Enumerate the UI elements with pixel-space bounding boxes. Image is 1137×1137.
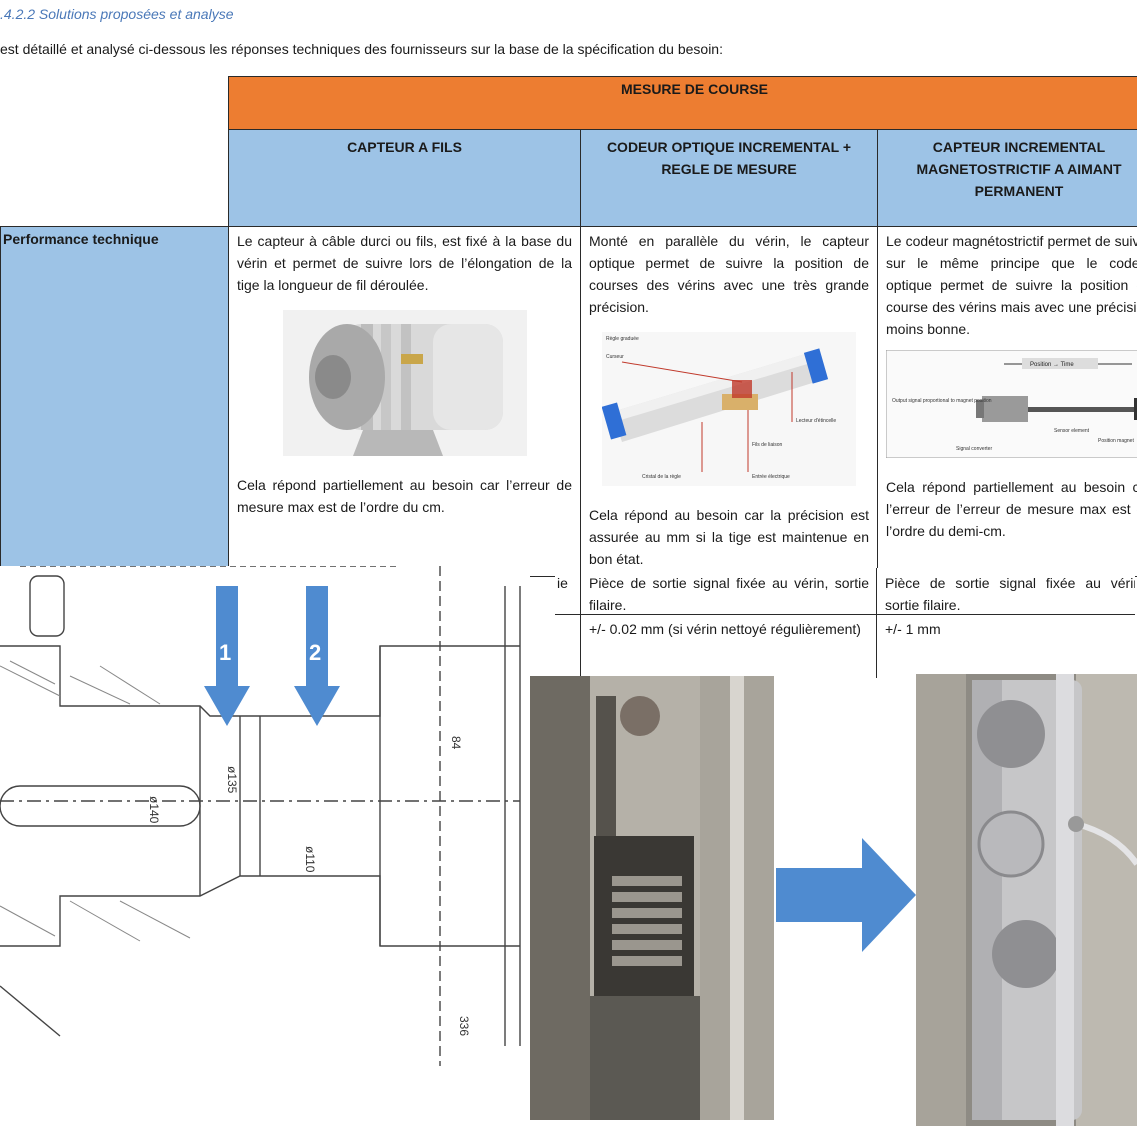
technical-drawing: ø140 ø135 ø110 84 336 1 2 [0,566,530,1137]
wire-sensor-photo [282,310,527,456]
cell-verdict: Cela répond au besoin car la précision e… [589,507,869,567]
cell-fragment: ie [557,575,568,591]
arrow-label-1: 1 [219,640,231,665]
photo-before-installation [530,676,774,1120]
optical-encoder-diagram: Règle graduée Curseur Lecteur d'étincell… [602,332,856,486]
row-border [555,614,580,615]
diagram-label: Règle graduée [606,336,639,342]
cell-text: Monté en parallèle du vérin, le capteur … [589,233,869,315]
arrow-label-2: 2 [309,640,321,665]
column-header-magnetostrictive: CAPTEUR INCREMENTAL MAGNETOSTRICTIF A AI… [877,129,1137,227]
cell-precision: +/- 1 mm [885,621,941,637]
diagram-label: Position → Time [1030,362,1074,368]
diagram-label: Output signal proportional to magnet pos… [892,398,992,404]
solutions-table: MESURE DE COURSE CAPTEUR A FILS CODEUR O… [0,76,1137,577]
cell-optical-encoder: Monté en parallèle du vérin, le capteur … [580,226,878,577]
cell-magnetostrictive: Le codeur magnétostrictif permet de suiv… [877,226,1137,577]
cell-wire-sensor: Le capteur à câble durci ou fils, est fi… [228,226,581,577]
cell-verdict: Cela répond partiellement au besoin car … [886,479,1137,539]
column-header-optical-encoder: CODEUR OPTIQUE INCREMENTAL + REGLE DE ME… [580,129,878,227]
diagram-label: Entrée électrique [752,474,790,480]
cell-precision: +/- 0.02 mm (si vérin nettoyé régulièrem… [589,621,861,637]
cell-text: Le capteur à câble durci ou fils, est fi… [237,233,572,293]
diagram-label: Signal converter [956,446,992,452]
magnetostrictive-diagram: Position → Time Output signal proportion… [886,350,1137,458]
dimension-label: 84 [449,736,463,750]
diagram-label: Sensor element [1054,428,1090,434]
photo-after-installation [916,674,1137,1126]
dimension-label: ø110 [303,846,317,873]
cell-signal-output: Pièce de sortie signal fixée au vérin, s… [885,575,1135,613]
intro-paragraph: est détaillé et analysé ci-dessous les r… [0,41,723,57]
row-border [580,614,1135,615]
dimension-label: 336 [457,1016,471,1036]
cell-text: Le codeur magnétostrictif permet de suiv… [886,233,1137,337]
dimension-label: ø135 [225,766,239,794]
group-header: MESURE DE COURSE [228,76,1137,130]
transition-arrow [776,838,916,952]
row-label-performance: Performance technique [0,226,229,577]
empty-corner [0,129,229,227]
cell-verdict: Cela répond partiellement au besoin car … [237,477,572,515]
diagram-label: Position magnet [1098,438,1134,444]
section-heading: .4.2.2 Solutions proposées et analyse [0,6,234,22]
diagram-label: Fils de liaison [752,442,783,448]
cell-signal-output: Pièce de sortie signal fixée au vérin, s… [589,575,869,613]
diagram-label: Cristal de la règle [642,474,681,480]
column-header-wire-sensor: CAPTEUR A FILS [228,129,581,227]
lower-rows-fragment: ie Pièce de sortie signal fixée au vérin… [555,568,1135,678]
diagram-label: Curseur [606,354,624,360]
empty-corner [0,76,229,130]
column-border [876,568,877,678]
diagram-label: Lecteur d'étincelle [796,418,836,424]
dimension-label: ø140 [147,796,161,824]
column-border [580,568,581,678]
